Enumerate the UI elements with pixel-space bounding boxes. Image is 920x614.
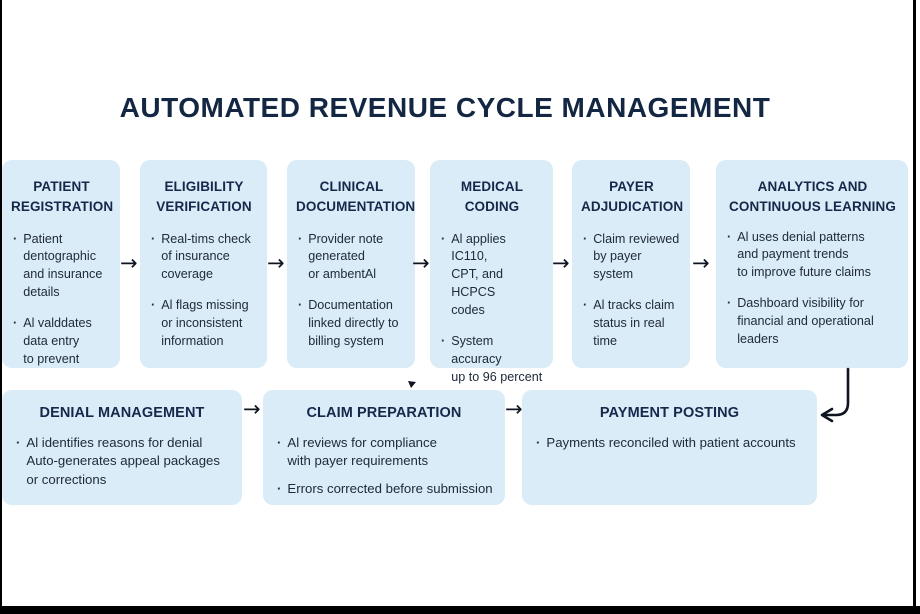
bullet-text: Al valddates data entry to prevent — [23, 316, 92, 366]
bullet-dot-icon: · — [583, 231, 588, 246]
bullet-dot-icon: · — [151, 231, 156, 246]
bullet-dot-icon: · — [16, 434, 21, 450]
flow-box-claim-preparation: CLAIM PREPARATION · Al reviews for compli… — [263, 390, 505, 505]
page-title: AUTOMATED REVENUE CYCLE MANAGEMENT — [119, 92, 771, 123]
flow-box-medical-coding: MEDICAL CODING · Al applies IC110, CPT, a… — [430, 160, 553, 384]
bullet-text: Al flags missing or inconsistent informa… — [161, 298, 249, 348]
box-title: CLINICAL DOCUMENTATION — [296, 179, 416, 215]
box-title: MEDICAL CODING — [460, 179, 524, 215]
bullet-text: Al identifies reasons for denial Auto-ge… — [26, 434, 220, 488]
bullet-dot-icon: · — [441, 333, 446, 348]
bullet-dot-icon: · — [727, 296, 732, 311]
left-border-line — [0, 0, 2, 614]
bullet-dot-icon: · — [151, 298, 156, 313]
bullet-text: System accuracy up to 96 percent — [451, 333, 543, 384]
bullet-list: · Al uses denial patterns and payment tre… — [725, 229, 900, 349]
bullet-dot-icon: · — [298, 298, 303, 313]
bullet-dot-icon: · — [298, 231, 303, 246]
bullet-text: Claim reviewed by payer system — [593, 231, 680, 282]
right-border-line — [913, 0, 916, 614]
bullet-dot-icon: · — [441, 231, 446, 246]
bullet-text: Al uses denial patterns and payment tren… — [737, 229, 871, 280]
bullet-text: Payments reconciled with patient account… — [546, 434, 796, 450]
bullet-list: · Al identifies reasons for denial Auto-g… — [14, 434, 230, 490]
arrow-right-icon: → — [692, 251, 710, 275]
box-title: DENIAL MANAGEMENT — [39, 405, 205, 421]
bullet-item: · Errors corrected before submission — [277, 480, 493, 499]
bullet-item: · Al tracks claim status in real time — [583, 297, 682, 351]
bullet-list: · Al reviews for compliance with payer re… — [275, 434, 493, 499]
bullet-dot-icon: · — [13, 316, 18, 330]
bullet-list: · Real-tims check of insurance coverage ·… — [149, 231, 259, 351]
box-title: PAYMENT POSTING — [599, 405, 740, 421]
bullet-text: Patient dentographic and insurance detai… — [23, 231, 103, 300]
bullet-dot-icon: · — [727, 229, 732, 244]
bullet-text: Dashboard visibility for financial and o… — [737, 296, 874, 346]
arrow-right-icon: → — [505, 397, 523, 421]
bullet-text: Errors corrected before submission — [287, 481, 493, 497]
arrow-right-icon: → — [267, 251, 285, 275]
bullet-list: · Provider note generated or ambentAl · Do… — [296, 231, 407, 351]
box-title: PAYER ADJUDICATION — [581, 179, 684, 215]
bullet-item: · Al valddates data entry to prevent — [13, 315, 112, 369]
bullet-dot-icon: · — [277, 481, 282, 497]
box-title: ANALYTICS AND CONTINUOUS LEARNING — [729, 179, 896, 215]
bullet-item: · Al reviews for compliance with payer re… — [277, 434, 493, 471]
bullet-dot-icon: · — [277, 434, 282, 450]
bullet-item: · Claim reviewed by payer system — [583, 231, 682, 285]
bullet-text: Real-tims check of insurance coverage — [161, 231, 251, 282]
flow-box-payer-adjudication: PAYER ADJUDICATION · Claim reviewed by pa… — [572, 160, 690, 368]
bullet-dot-icon: · — [583, 298, 588, 313]
bullet-item: · Real-tims check of insurance coverage — [151, 231, 259, 285]
bullet-item: · Al applies IC110, CPT, and HCPCS codes — [441, 231, 545, 320]
box-title: ELIGIBILITY VERIFICATION — [156, 179, 252, 215]
bullet-text: Al reviews for compliance with payer req… — [287, 434, 437, 469]
bullet-text: Documentation linked directly to billing… — [308, 298, 399, 348]
bullet-item: · Al uses denial patterns and payment tre… — [727, 229, 900, 283]
arrow-right-icon: → — [120, 251, 138, 275]
box-title: PATIENT REGISTRATION — [11, 179, 114, 215]
flow-box-payment-posting: PAYMENT POSTING · Payments reconciled wit… — [522, 390, 817, 505]
bullet-list: · Patient dentographic and insurance deta… — [11, 231, 112, 369]
bullet-item: · Documentation linked directly to billin… — [298, 297, 407, 351]
bullet-dot-icon: · — [536, 434, 541, 450]
flow-box-patient-registration: PATIENT REGISTRATION · Patient dentograph… — [2, 160, 120, 368]
bullet-text: Provider note generated or ambentAl — [308, 231, 384, 282]
bullet-item: · Patient dentographic and insurance deta… — [13, 231, 112, 303]
bullet-item: · Provider note generated or ambentAl — [298, 231, 407, 285]
bullet-list: · Claim reviewed by payer system · Al trac… — [581, 231, 682, 351]
flow-box-eligibility-verification: ELIGIBILITY VERIFICATION · Real-tims chec… — [140, 160, 267, 368]
bullet-list: · Payments reconciled with patient accoun… — [534, 434, 805, 453]
bullet-item: · Al identifies reasons for denial Auto-g… — [16, 434, 230, 490]
bullet-item: · Payments reconciled with patient accoun… — [536, 434, 805, 453]
flow-box-denial-management: DENIAL MANAGEMENT · Al identifies reasons… — [2, 390, 242, 505]
arrow-right-icon: → — [552, 251, 570, 275]
bullet-item: · System accuracy up to 96 percent — [441, 333, 545, 387]
bullet-text: Al tracks claim status in real time — [593, 298, 675, 348]
flow-box-analytics-continuous-learning: ANALYTICS AND CONTINUOUS LEARNING · Al us… — [716, 160, 908, 368]
bullet-item: · Dashboard visibility for financial and … — [727, 295, 900, 349]
curved-arrow-down-left-icon — [814, 367, 859, 427]
bullet-dot-icon: · — [13, 231, 18, 246]
bullet-text: Al applies IC110, CPT, and HCPCS codes — [451, 231, 506, 318]
bullet-item: · Al flags missing or inconsistent inform… — [151, 297, 259, 351]
bottom-border-bar — [0, 606, 920, 614]
artifact-mark — [407, 380, 417, 389]
arrow-right-icon: → — [412, 251, 430, 275]
arrow-right-icon: → — [243, 397, 261, 421]
flow-box-clinical-documentation: CLINICAL DOCUMENTATION · Provider note ge… — [287, 160, 415, 368]
box-title: CLAIM PREPARATION — [306, 405, 462, 421]
bullet-list: ·Al applies IC110, CPT, and HCPCS codes … — [439, 231, 545, 387]
